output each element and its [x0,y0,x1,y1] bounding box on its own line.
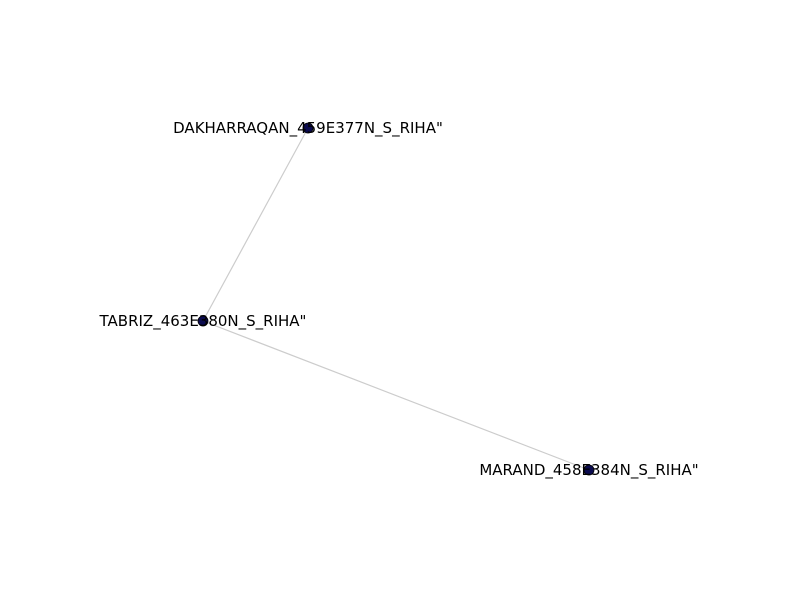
node-dakharraqan [302,122,314,134]
edge-dakharraqan-tabriz [202,127,309,322]
node-marand [583,464,595,476]
edges-layer [202,127,590,471]
edge-tabriz-marand [202,320,590,471]
node-label-tabriz: TABRIZ_463E380N_S_RIHA" [99,312,307,331]
node-tabriz [197,315,209,327]
nodes-layer [197,122,595,476]
node-label-dakharraqan: DAKHARRAQAN_459E377N_S_RIHA" [173,119,443,138]
node-label-marand: MARAND_458E384N_S_RIHA" [479,461,698,480]
labels-layer: DAKHARRAQAN_459E377N_S_RIHA" TABRIZ_463E3… [99,119,699,480]
